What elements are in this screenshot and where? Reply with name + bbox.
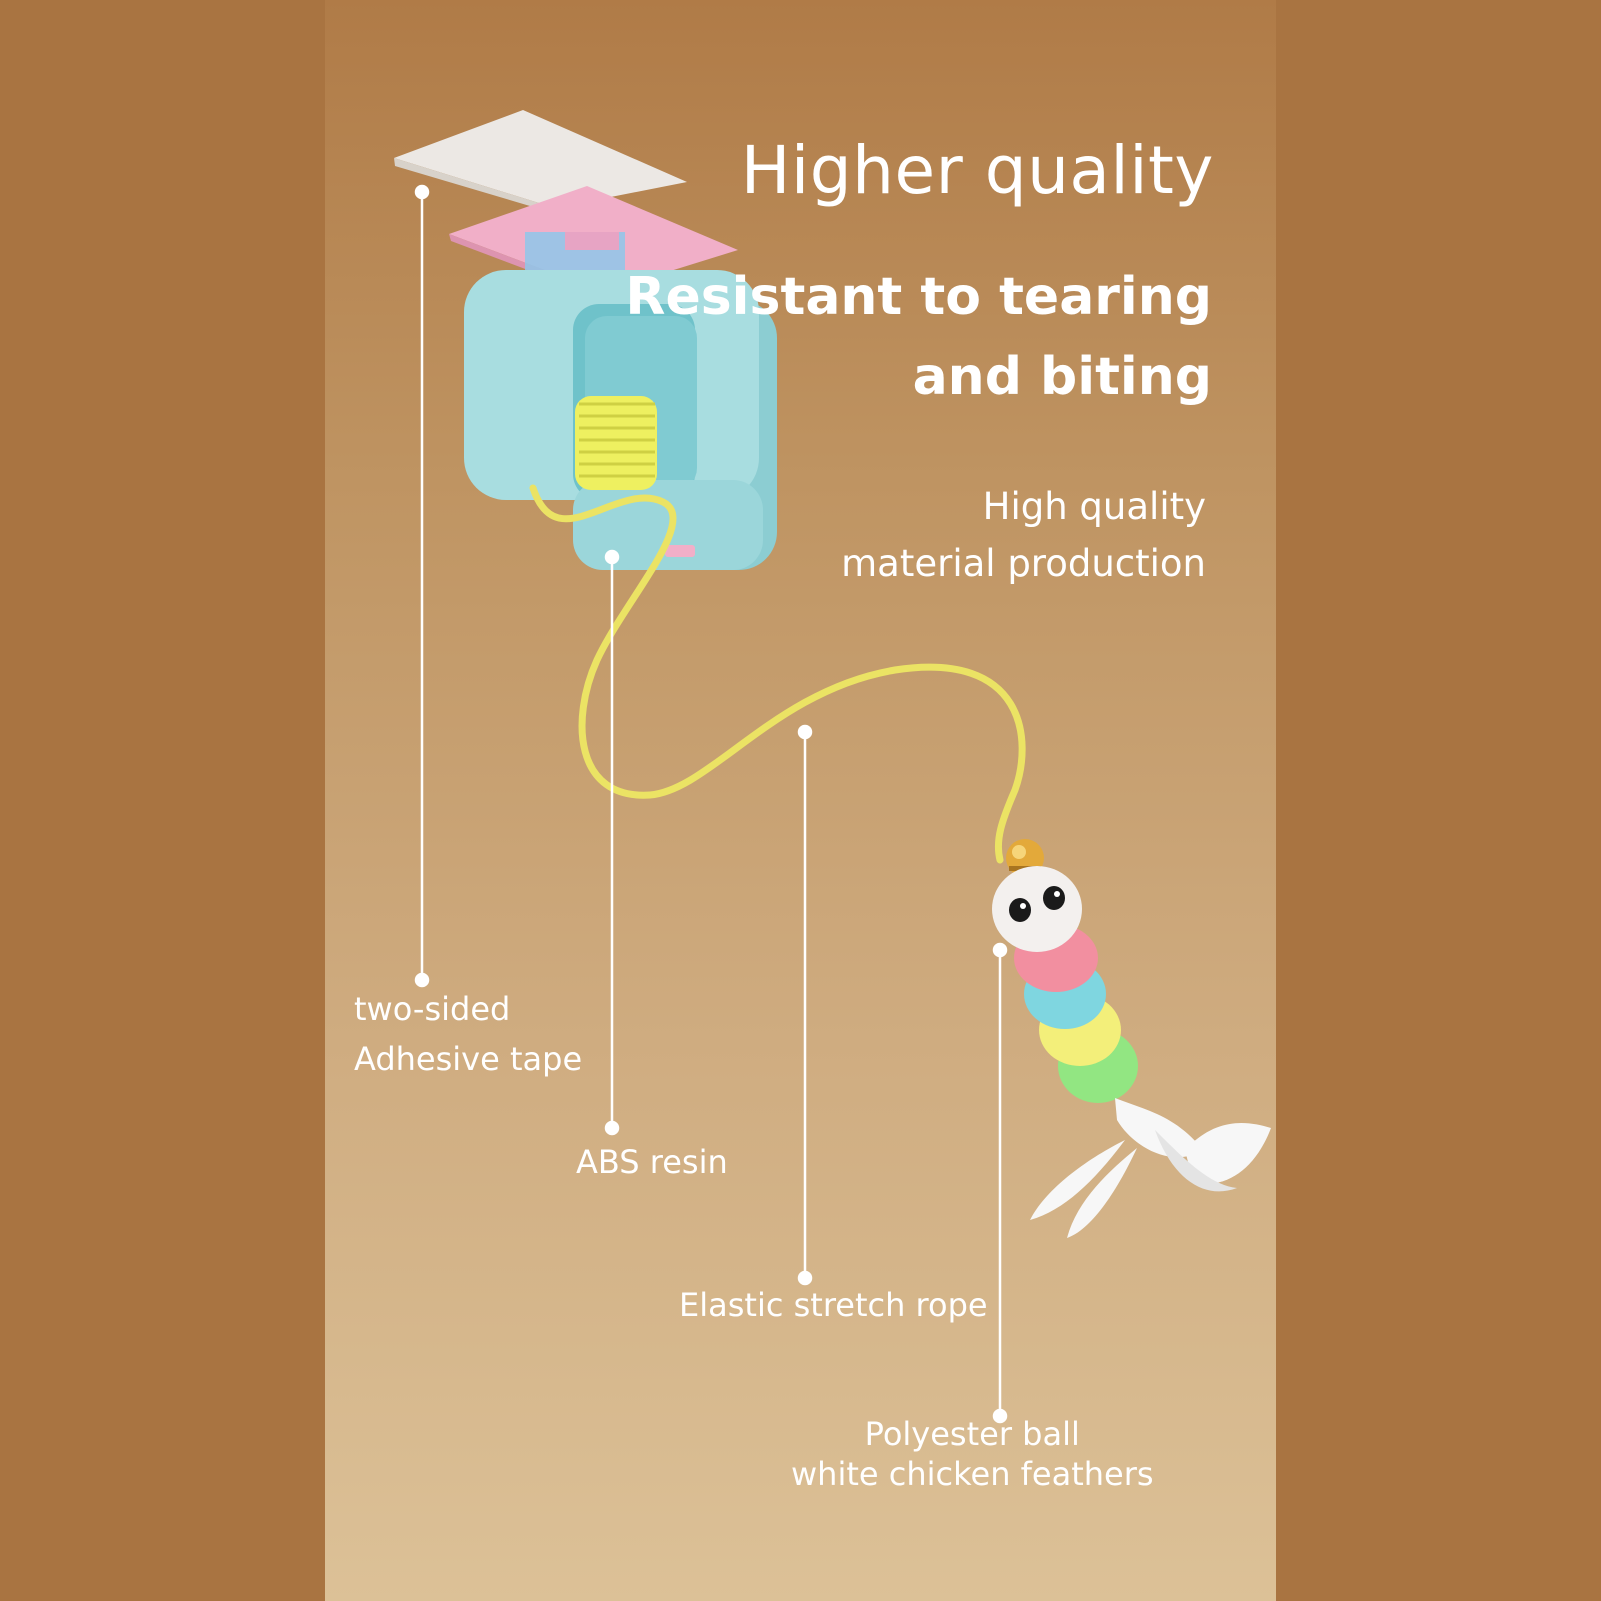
product-illustration: [394, 110, 1271, 1424]
base-plate: [449, 186, 738, 299]
callout-line: Adhesive tape: [354, 1040, 583, 1078]
spring-coil: [575, 396, 657, 490]
product-panel: Higher quality Resistant to tearing and …: [325, 0, 1276, 1601]
callout-line: white chicken feathers: [791, 1455, 1154, 1493]
description-line: High quality: [982, 485, 1206, 528]
headline: Higher quality: [740, 132, 1214, 209]
adhesive-tape-pad: [394, 110, 687, 214]
subheadline: Resistant to tearing and biting: [625, 257, 1212, 417]
callout-lines: [414, 184, 1008, 1424]
callout-line: Polyester ball: [864, 1415, 1080, 1453]
chicken-feathers: [1030, 1098, 1271, 1238]
polyester-balls: [992, 866, 1138, 1103]
description-line: material production: [841, 542, 1206, 585]
callout-abs-resin: ABS resin: [576, 1137, 728, 1187]
callout-polyester-ball: Polyester ball white chicken feathers: [791, 1414, 1154, 1494]
callout-line: ABS resin: [576, 1143, 728, 1181]
description: High quality material production: [841, 478, 1206, 592]
callout-adhesive-tape: two-sided Adhesive tape: [354, 984, 582, 1084]
subheadline-line: Resistant to tearing: [625, 267, 1212, 327]
elastic-rope: [529, 484, 1026, 864]
callout-elastic-rope: Elastic stretch rope: [679, 1280, 988, 1330]
callout-line: two-sided: [354, 990, 511, 1028]
subheadline-line: and biting: [912, 347, 1212, 407]
callout-line: Elastic stretch rope: [679, 1286, 988, 1324]
